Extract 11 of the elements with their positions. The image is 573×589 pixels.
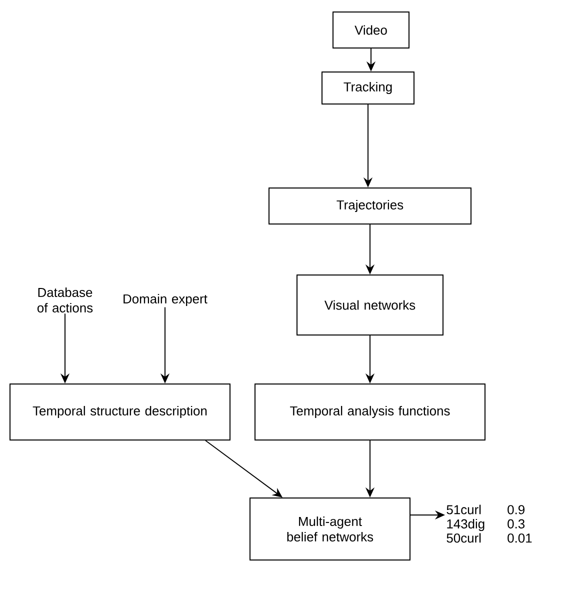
score-table: 51curl 0.9 143dig 0.3 50curl 0.01 [446, 504, 532, 543]
process-box: Tracking [322, 72, 414, 104]
process-box: Multi-agent belief networks [250, 498, 410, 560]
arrow [205, 440, 282, 498]
process-box: Video [332, 12, 410, 48]
source-label: Domain expert [124, 294, 208, 306]
process-box: Temporal structure description [10, 384, 230, 440]
source-label: Database of actions [37, 288, 93, 312]
process-box: Visual networks [296, 274, 444, 336]
process-box: Temporal analysis functions [254, 384, 486, 440]
process-box: Trajectories [268, 188, 472, 224]
